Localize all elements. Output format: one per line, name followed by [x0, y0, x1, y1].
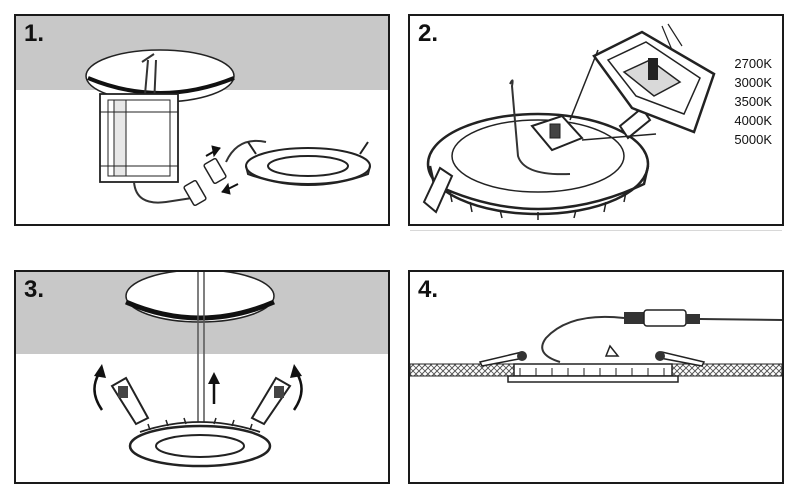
cutout-shadow	[125, 299, 275, 321]
step-1-panel: 1.	[14, 14, 390, 226]
panel-divider	[410, 230, 782, 231]
arrow-head	[290, 364, 302, 378]
ceiling-cable	[197, 272, 205, 422]
step-1-illustration	[16, 16, 388, 207]
downlight-fixture	[245, 141, 371, 186]
step-4-panel: 4.	[408, 270, 784, 484]
downlight-installed	[507, 344, 679, 383]
arrow-head	[94, 364, 106, 378]
cable-arrow	[141, 53, 155, 63]
zoom-lines	[569, 49, 657, 141]
quick-connector	[624, 309, 782, 327]
spring-clip-left	[478, 351, 527, 367]
step-2-number: 2.	[418, 20, 439, 47]
step-3-panel: 3.	[14, 270, 390, 484]
step-3-number: 3.	[24, 276, 45, 303]
ceiling-board-right	[671, 363, 782, 377]
fixture-cable	[509, 79, 571, 176]
step-4-number: 4.	[418, 276, 439, 303]
ceiling-board-left	[410, 363, 515, 377]
spring-clip-right	[655, 351, 706, 367]
quick-connector	[183, 140, 267, 207]
driver-box	[99, 93, 179, 183]
cutout-shadow	[87, 76, 235, 95]
cct-switch-housing	[530, 114, 584, 152]
step-4-illustration	[410, 309, 782, 383]
step-2-panel: 2. 2700K 3000K 3500K 4000K 5000K	[408, 14, 784, 226]
cct-option: 3000K	[734, 75, 772, 90]
cct-option: 3500K	[734, 94, 772, 109]
cct-option: 5000K	[734, 132, 772, 147]
spring-clip-right	[250, 376, 292, 426]
step-2-illustration	[422, 23, 716, 220]
spring-clip-left	[110, 376, 150, 426]
connect-arrows	[205, 145, 239, 195]
fixture-cable	[541, 315, 625, 363]
lift-arrow	[208, 372, 220, 404]
downlight-fixture	[128, 417, 272, 468]
step-1-number: 1.	[24, 20, 45, 47]
color-temperature-list: 2700K 3000K 3500K 4000K 5000K	[734, 54, 772, 149]
cct-option: 4000K	[734, 113, 772, 128]
driver-output-cable	[133, 181, 193, 204]
ceiling-cutout	[125, 272, 275, 323]
cct-switch-magnified	[592, 23, 716, 134]
step-3-illustration	[16, 272, 388, 468]
cct-option: 2700K	[734, 56, 772, 71]
